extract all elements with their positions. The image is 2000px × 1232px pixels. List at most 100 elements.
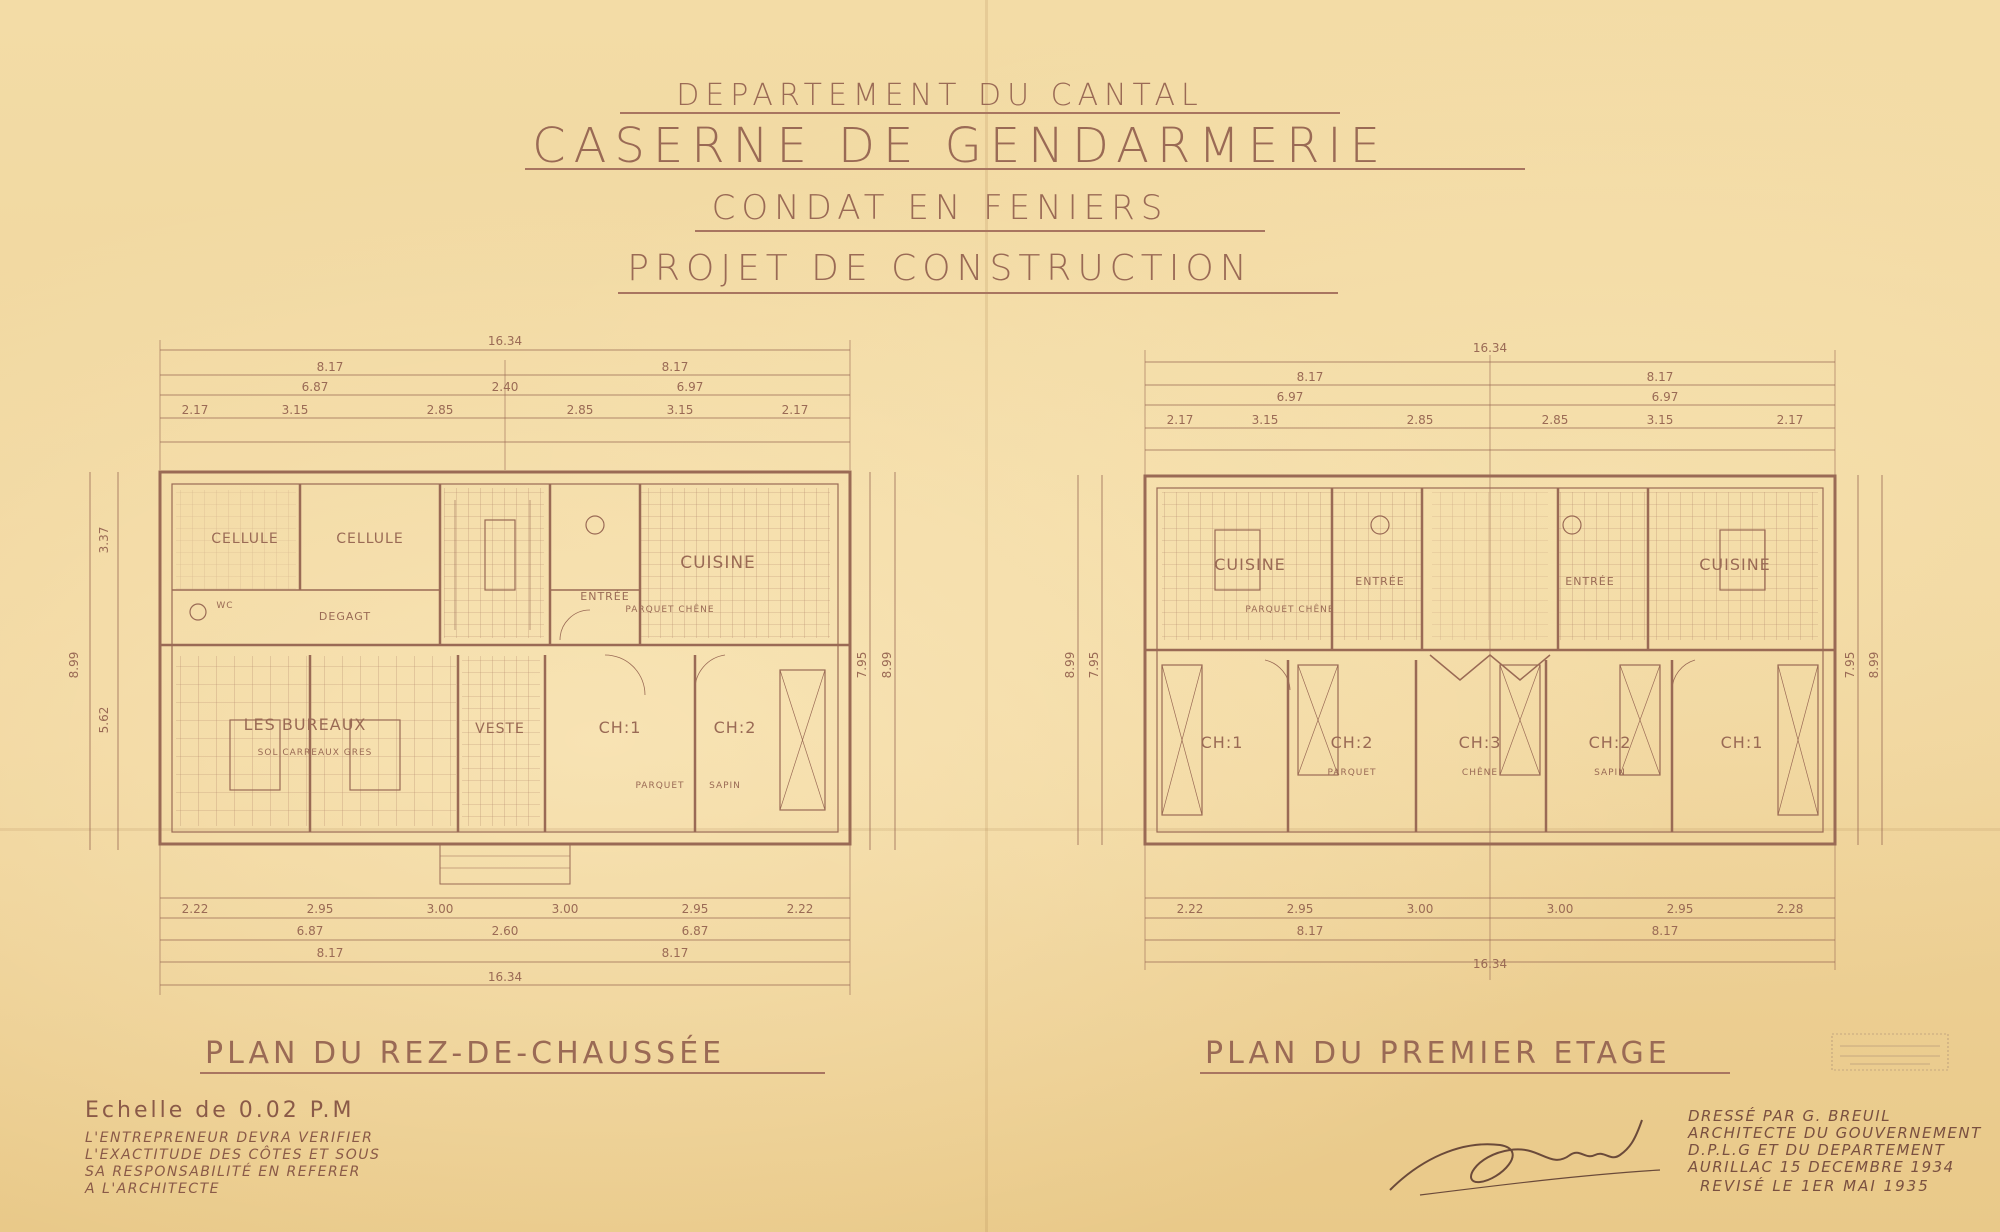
- dim-ground-bottom-k: 8.17: [662, 946, 689, 960]
- note-line-4: a l'architecte: [85, 1181, 220, 1197]
- title-underline-1: [620, 112, 1340, 114]
- scale-label: Echelle de 0.02 P.M: [85, 1098, 355, 1123]
- dim-first-top-f: 2.85: [1542, 413, 1569, 427]
- dim-ground-bottom-d: 3.00: [552, 902, 579, 916]
- dim-ground-side-b: 3.37: [97, 527, 111, 554]
- dim-ground-side-a: 8.99: [67, 652, 81, 679]
- author-block: Dressé par G. Breuil Architecte du Gouve…: [1688, 1108, 1982, 1176]
- dim-ground-side-e: 8.99: [880, 652, 894, 679]
- room-label-cellule-1: CELLULE: [211, 531, 278, 547]
- dim-ground-bottom-e: 2.95: [682, 902, 709, 916]
- dim-first-bottom-b: 2.95: [1287, 902, 1314, 916]
- fold-line-horizontal: [0, 828, 2000, 831]
- title-underline-4: [618, 292, 1338, 294]
- room-label-ch3-first: CH:3: [1459, 733, 1502, 752]
- room-label-wc: WC: [216, 601, 233, 611]
- dim-first-bottom-g: 8.17: [1297, 924, 1324, 938]
- room-label-ch1-ground: CH:1: [599, 718, 642, 737]
- signature-icon: [1389, 1119, 1661, 1196]
- note-line-1: L'entrepreneur devra verifier: [85, 1130, 374, 1146]
- room-label-cuisine: CUISINE: [680, 553, 756, 573]
- room-label-ch2-first-a: CH:2: [1331, 733, 1374, 752]
- label-first-underline: [1200, 1072, 1730, 1074]
- dim-ground-top-h: 3.15: [667, 403, 694, 417]
- revision-date: Revisé le 1er Mai 1935: [1700, 1177, 1930, 1195]
- title-underline-3: [695, 230, 1265, 232]
- dim-first-side-d: 8.99: [1867, 652, 1881, 679]
- contractor-note: L'entrepreneur devra verifier l'exactitu…: [85, 1130, 380, 1198]
- author-line-1: Dressé par G. Breuil: [1688, 1107, 1892, 1125]
- dim-first-bottom-c: 3.00: [1407, 902, 1434, 916]
- dim-first-bottom-a: 2.22: [1177, 902, 1204, 916]
- dim-ground-bottom-a: 2.22: [182, 902, 209, 916]
- dim-ground-top-f: 2.85: [427, 403, 454, 417]
- floor-note-chene-ground: PARQUET CHÊNE: [625, 603, 714, 615]
- room-label-ch1-first-a: CH:1: [1201, 733, 1244, 752]
- label-ground-floor-plan: Plan du Rez-de-Chaussée: [205, 1036, 726, 1071]
- approval-stamp: [1830, 1032, 1950, 1075]
- dim-first-bottom-f: 2.28: [1777, 902, 1804, 916]
- dim-ground-top-g: 2.85: [567, 403, 594, 417]
- dim-first-top-half-left: 8.17: [1297, 370, 1324, 384]
- note-line-3: sa responsabilité en referer: [85, 1164, 361, 1180]
- room-label-ch2-ground: CH:2: [714, 718, 757, 737]
- room-label-degagt: DEGAGT: [319, 610, 371, 623]
- room-label-veste: VESTE: [475, 721, 525, 737]
- title-main: Caserne de Gendarmerie: [532, 118, 1388, 174]
- room-label-cuisine-1: CUISINE: [1214, 555, 1286, 574]
- label-first-floor-plan: Plan du Premier Etage: [1205, 1036, 1671, 1071]
- dim-ground-side-c: 5.62: [97, 707, 111, 734]
- dim-ground-bottom-b: 2.95: [307, 902, 334, 916]
- floor-note-parquet-first: PARQUET: [1327, 768, 1376, 778]
- room-label-ch2-first-b: CH:2: [1589, 733, 1632, 752]
- plan-first-floor: [1077, 350, 1883, 980]
- author-line-2: Architecte du Gouvernement: [1688, 1124, 1982, 1142]
- label-ground-underline: [200, 1072, 825, 1074]
- dim-ground-bottom-g: 6.87: [297, 924, 324, 938]
- dim-first-top-total: 16.34: [1473, 341, 1507, 355]
- title-project: Projet de Construction: [627, 248, 1253, 289]
- dim-first-top-half-right: 8.17: [1647, 370, 1674, 384]
- dim-first-top-a: 6.97: [1277, 390, 1304, 404]
- dim-ground-bottom-total: 16.34: [488, 970, 522, 984]
- dim-first-top-e: 2.85: [1407, 413, 1434, 427]
- author-line-4: Aurillac 15 Decembre 1934: [1688, 1158, 1955, 1176]
- room-label-entree-ground: ENTRÉE: [580, 590, 629, 603]
- fold-line-vertical: [985, 0, 988, 1232]
- title-department: Departement du Cantal: [676, 78, 1204, 113]
- dim-ground-top-b: 2.40: [492, 380, 519, 394]
- title-underline-2: [525, 168, 1525, 170]
- dim-ground-bottom-h: 2.60: [492, 924, 519, 938]
- room-label-bureaux: LES BUREAUX: [244, 715, 367, 734]
- room-label-cellule-2: CELLULE: [336, 531, 403, 547]
- dim-ground-side-d: 7.95: [855, 652, 869, 679]
- room-label-cuisine-2: CUISINE: [1699, 555, 1771, 574]
- dim-ground-top-i: 2.17: [782, 403, 809, 417]
- dim-ground-bottom-c: 3.00: [427, 902, 454, 916]
- title-location: Condat en Feniers: [711, 188, 1169, 228]
- dim-first-top-c: 2.17: [1167, 413, 1194, 427]
- dim-first-side-a: 8.99: [1063, 652, 1077, 679]
- floor-note-chene-first-2: CHÊNE: [1462, 766, 1498, 778]
- dim-ground-top-a: 6.87: [302, 380, 329, 394]
- floor-note-sapin-ground: SAPIN: [709, 781, 741, 791]
- dim-first-bottom-e: 2.95: [1667, 902, 1694, 916]
- dim-first-bottom-h: 8.17: [1652, 924, 1679, 938]
- dim-first-side-c: 7.95: [1843, 652, 1857, 679]
- dim-first-top-g: 3.15: [1647, 413, 1674, 427]
- dim-ground-top-half-left: 8.17: [317, 360, 344, 374]
- floor-note-chene-first: PARQUET CHÊNE: [1245, 603, 1334, 615]
- dim-ground-top-total: 16.34: [488, 334, 522, 348]
- dim-first-top-b: 6.97: [1652, 390, 1679, 404]
- dim-first-bottom-total: 16.34: [1473, 957, 1507, 971]
- floor-note-gres: SOL CARREAUX GRES: [258, 748, 373, 758]
- note-line-2: l'exactitude des côtes et sous: [85, 1147, 381, 1163]
- plan-ground-floor: [89, 340, 896, 995]
- dim-ground-bottom-j: 8.17: [317, 946, 344, 960]
- dim-first-top-h: 2.17: [1777, 413, 1804, 427]
- dim-ground-top-c: 6.97: [677, 380, 704, 394]
- dim-first-bottom-d: 3.00: [1547, 902, 1574, 916]
- floor-note-sapin-first: SAPIN: [1594, 768, 1626, 778]
- author-line-3: D.P.L.G et du Departement: [1688, 1141, 1946, 1159]
